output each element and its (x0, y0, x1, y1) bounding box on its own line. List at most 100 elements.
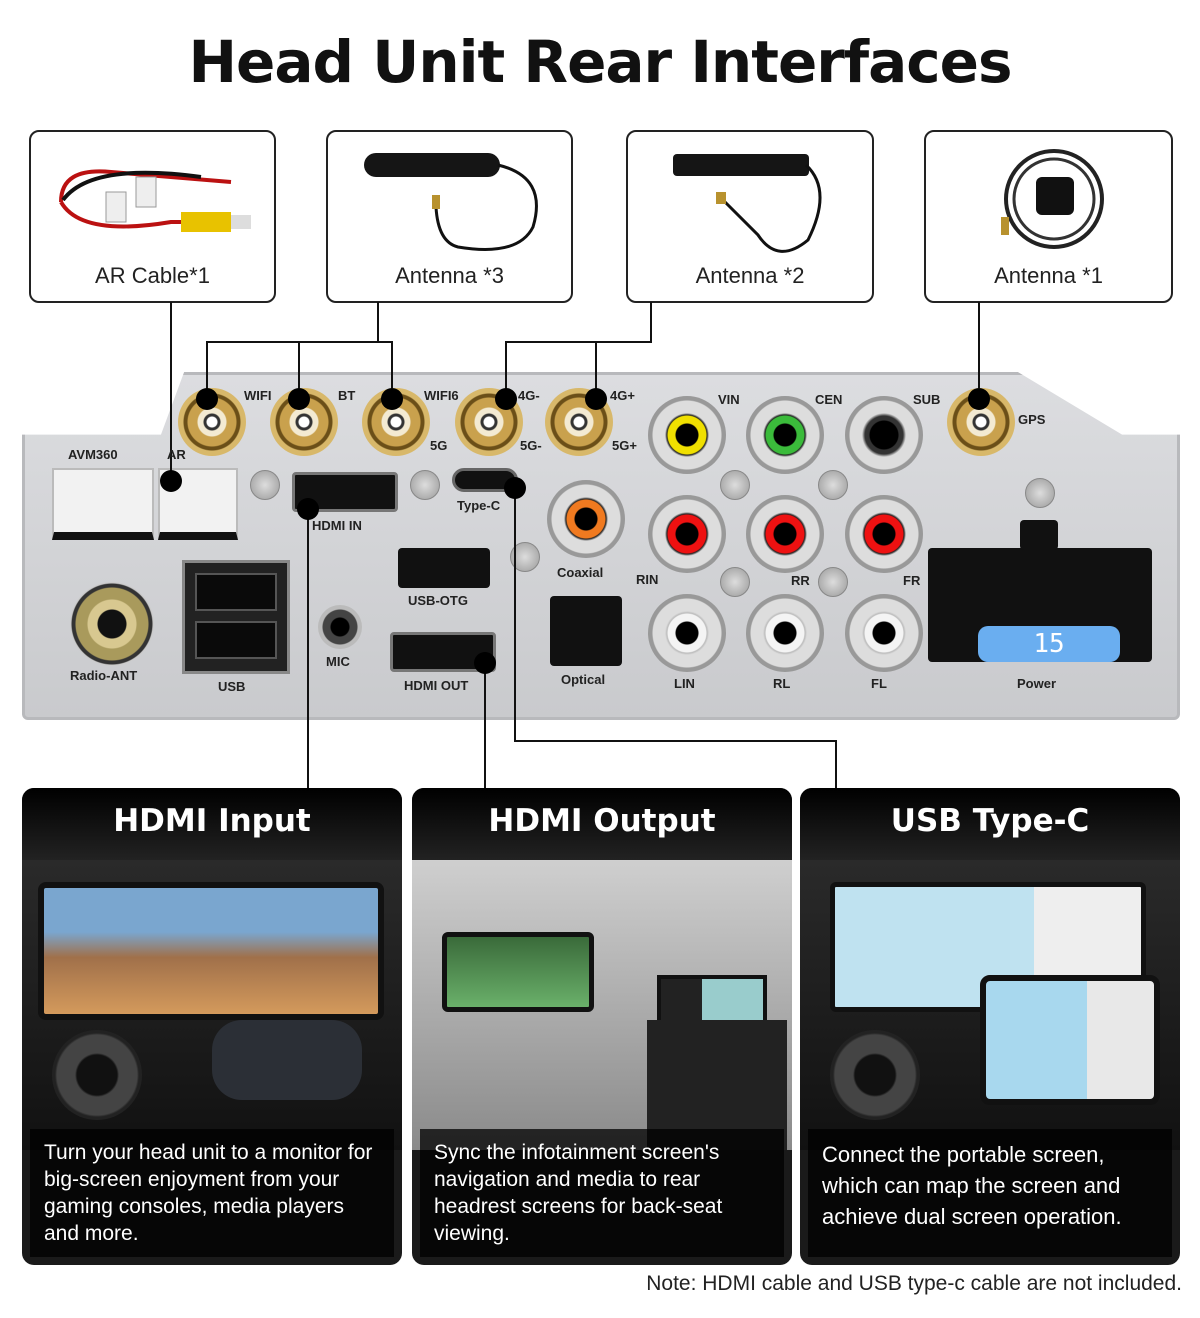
card-hdmi-output: HDMI Output Sync the infotainment screen… (412, 788, 792, 1265)
port-label: Power (1017, 676, 1057, 691)
port-label: FL (871, 676, 887, 691)
screw (720, 470, 750, 500)
connector-line (514, 740, 837, 742)
connector-line (505, 341, 652, 343)
connector-line (484, 663, 486, 789)
port-label: VIN (718, 392, 740, 407)
port-label: Type-C (457, 498, 501, 513)
port-label: LIN (674, 676, 695, 691)
accessory-label: Antenna *3 (395, 263, 504, 288)
port-label: 4G- (518, 388, 540, 403)
port-label: USB-OTG (408, 593, 468, 608)
page-title: Head Unit Rear Interfaces (188, 28, 1013, 96)
port-label: SUB (913, 392, 941, 407)
connector-line (391, 341, 393, 399)
marker-dot (968, 388, 990, 410)
port-label: Radio-ANT (70, 668, 138, 683)
screw (250, 470, 280, 500)
vin-port (648, 396, 726, 474)
rr-port (746, 495, 824, 573)
usb-otg-port (398, 548, 490, 588)
connector-line (595, 341, 597, 399)
accessory-antenna-1: Antenna *1 (924, 130, 1173, 303)
marker-dot (495, 388, 517, 410)
accessory-label: Antenna *2 (695, 263, 805, 288)
card-caption: Sync the infotainment screen's navigatio… (420, 1129, 784, 1257)
cen-port (746, 396, 824, 474)
port-label: 5G- (520, 438, 542, 453)
marker-dot (160, 470, 182, 492)
marker-dot (297, 498, 319, 520)
accessory-label: AR Cable*1 (95, 263, 210, 288)
connector-line (835, 740, 837, 789)
avm360-connector (52, 468, 154, 540)
hdmi-input-image (22, 860, 402, 1150)
marker-dot (288, 388, 310, 410)
card-caption: Turn your head unit to a monitor for big… (30, 1129, 394, 1257)
gps-antenna-image (1001, 149, 1104, 249)
fr-port (845, 495, 923, 573)
port-label: Coaxial (557, 565, 604, 580)
ar-cable-image (59, 169, 251, 232)
marker-dot (381, 388, 403, 410)
marker-dot (585, 388, 607, 410)
port-label: MIC (326, 654, 350, 669)
port-label: 4G+ (610, 388, 635, 403)
port-label: RR (791, 573, 810, 588)
port-label: AR (167, 447, 186, 462)
antenna-image (673, 154, 822, 253)
port-label: RIN (636, 572, 659, 587)
mic-port (318, 605, 362, 649)
port-label: CEN (815, 392, 843, 407)
port-label: RL (773, 676, 791, 691)
connector-line (170, 302, 172, 480)
fl-port (845, 594, 923, 672)
port-label: AVM360 (68, 447, 118, 462)
connector-line (298, 341, 300, 399)
port-label: HDMI OUT (404, 678, 469, 693)
usb-type-c-image (800, 860, 1180, 1150)
port-label: USB (218, 679, 246, 694)
screw (818, 567, 848, 597)
connector-line (978, 302, 980, 399)
port-label: 5G+ (612, 438, 637, 453)
card-title: HDMI Input (22, 788, 402, 860)
accessory-label: Antenna *1 (994, 263, 1103, 288)
port-label: HDMI IN (312, 518, 362, 533)
accessory-antenna-2: Antenna *2 (626, 130, 874, 303)
screw (410, 470, 440, 500)
card-title: USB Type-C (800, 788, 1180, 860)
screw (720, 567, 750, 597)
port-label: FR (903, 573, 921, 588)
port-label: BT (338, 388, 356, 403)
screw (1025, 478, 1055, 508)
usb-port (182, 560, 290, 674)
rl-port (746, 594, 824, 672)
connector-line (206, 341, 208, 399)
note-text: Note: HDMI cable and USB type-c cable ar… (646, 1272, 1182, 1295)
rin-port (648, 495, 726, 573)
port-label: GPS (1018, 412, 1046, 427)
antenna-image (364, 153, 538, 251)
connector-line (650, 302, 652, 342)
card-usb-type-c: USB Type-C Connect the portable screen, … (800, 788, 1180, 1265)
accessory-ar-cable: AR Cable*1 (29, 130, 276, 303)
hdmi-output-image (412, 860, 792, 1150)
port-label: 5G (430, 438, 448, 453)
lin-port (648, 594, 726, 672)
coaxial-port (547, 480, 625, 558)
accessory-antenna-3: Antenna *3 (326, 130, 573, 303)
screw (818, 470, 848, 500)
sub-port (845, 396, 923, 474)
connector-line (377, 302, 379, 342)
optical-port (550, 596, 622, 666)
port-label: WIFI (244, 388, 272, 403)
connector-line (307, 509, 309, 789)
port-label: WIFI6 (424, 388, 459, 403)
marker-dot (196, 388, 218, 410)
port-label: Optical (561, 672, 606, 687)
power-connector-latch (1020, 520, 1058, 550)
marker-dot (474, 652, 496, 674)
fuse: 15 (978, 626, 1120, 662)
marker-dot (504, 477, 526, 499)
